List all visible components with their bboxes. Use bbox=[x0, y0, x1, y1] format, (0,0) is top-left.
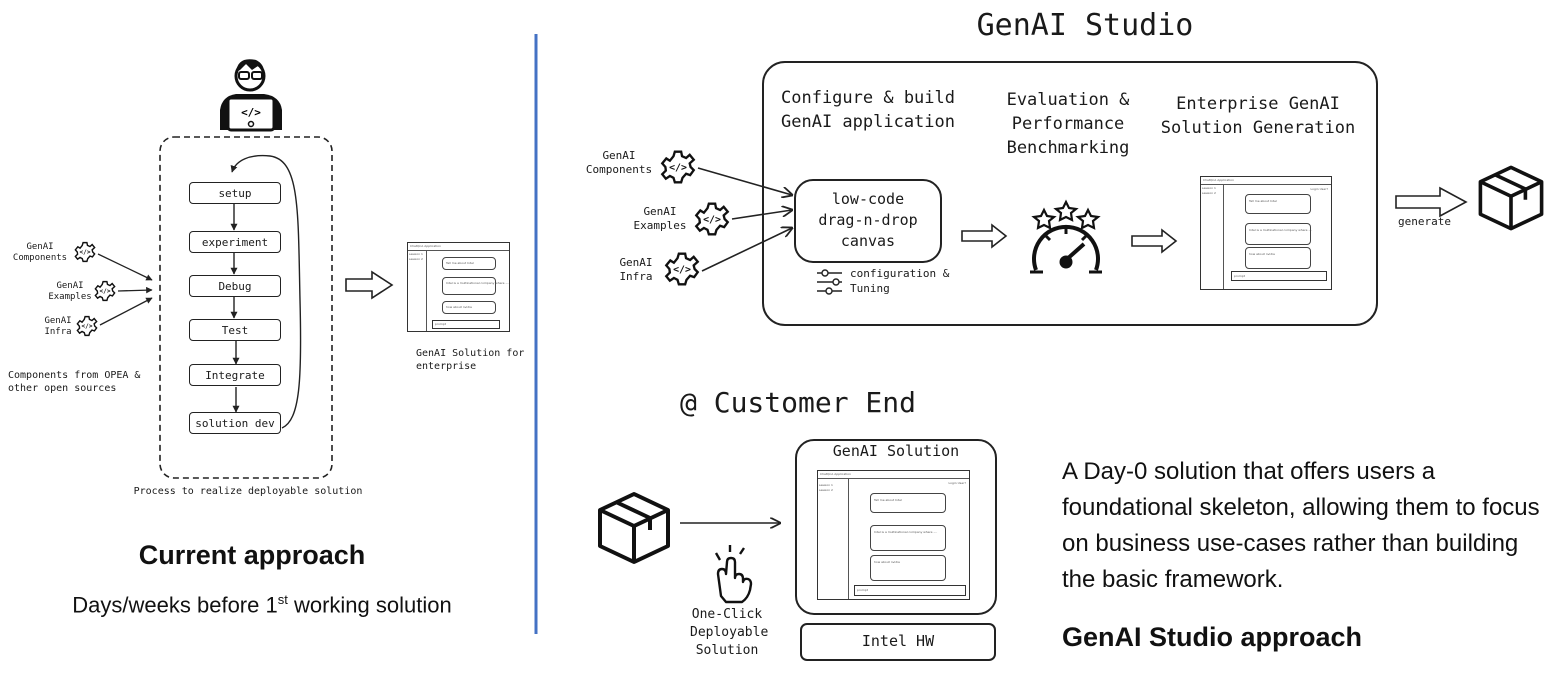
deploy-label: One-Click Deployable Solution bbox=[690, 607, 769, 658]
mockup-message: Intel is a multinational company where .… bbox=[1245, 223, 1312, 245]
step-integrate: Integrate bbox=[189, 364, 281, 386]
mockup-app-title: ChatQnA Application bbox=[410, 244, 442, 248]
current-approach-subtitle: Days/weeks before 1st working solution bbox=[10, 592, 514, 618]
canvas-label: low-code drag-n-drop canvas bbox=[818, 190, 918, 250]
generate-arrow bbox=[1395, 186, 1468, 218]
process-dashed-box bbox=[159, 136, 333, 479]
studio-column-evaluation: Evaluation & Performance Benchmarking bbox=[1006, 90, 1130, 158]
canvas-box bbox=[794, 179, 942, 263]
gear-icon bbox=[661, 150, 695, 184]
mockup-side-item: session 1 bbox=[409, 252, 423, 256]
benchmark-gauge-icon bbox=[1030, 224, 1102, 274]
mockup-sidebar: session 1 session 2 bbox=[408, 250, 427, 331]
flow-arrow bbox=[961, 223, 1008, 249]
mockup-login: Login User? bbox=[1310, 187, 1328, 191]
studio-box bbox=[762, 61, 1378, 326]
output-label: GenAI Solution for enterprise bbox=[416, 348, 525, 372]
customer-end-title: @ Customer End bbox=[680, 386, 917, 419]
description-text: A Day-0 solution that offers users a fou… bbox=[1062, 458, 1540, 593]
gear-icon bbox=[695, 202, 729, 236]
mockup-input: prompt bbox=[1231, 271, 1327, 281]
step-debug: Debug bbox=[189, 275, 281, 297]
mockup-message: Intel is a multinational company where .… bbox=[442, 277, 509, 295]
mockup-input: prompt bbox=[854, 585, 966, 596]
studio-title: GenAI Studio bbox=[976, 8, 1194, 43]
mockup-message: how about nvidia bbox=[870, 555, 946, 581]
subtitle-superscript: st bbox=[277, 592, 288, 607]
mockup-titlebar: ChatQnA Application bbox=[408, 243, 509, 251]
tuning-sliders-icon bbox=[817, 269, 842, 295]
gear-icon bbox=[94, 280, 116, 302]
studio-input-components: GenAI Components bbox=[585, 149, 653, 176]
mockup-message: how about nvidia bbox=[1245, 247, 1311, 269]
tuning-label: configuration & Tuning bbox=[850, 267, 950, 295]
mockup-message: how about nvidia bbox=[442, 301, 496, 314]
studio-column-configure: Configure & build GenAI application bbox=[781, 88, 955, 132]
package-box-icon bbox=[1478, 165, 1544, 231]
output-arrow bbox=[345, 270, 394, 300]
input-label-components: GenAI Components bbox=[12, 242, 68, 263]
subtitle-prefix: Days/weeks before 1 bbox=[72, 592, 278, 618]
developer-icon: </> bbox=[220, 59, 282, 132]
genai-studio-approach-title: GenAI Studio approach bbox=[1062, 622, 1363, 652]
generate-label: generate bbox=[1398, 215, 1451, 228]
components-note: Components from OPEA & other open source… bbox=[8, 370, 141, 394]
intel-hw-box bbox=[800, 623, 996, 661]
star-icon bbox=[1031, 199, 1101, 230]
intel-hw-label: Intel HW bbox=[861, 632, 935, 650]
mockup-input: prompt bbox=[432, 320, 500, 329]
gear-icon bbox=[665, 252, 699, 286]
mockup-side-item: session 2 bbox=[409, 257, 423, 261]
svg-text:</>: </> bbox=[241, 106, 261, 119]
input-label-infra: GenAI Infra bbox=[44, 316, 72, 337]
gear-icon bbox=[76, 315, 98, 337]
customer-solution-title: GenAI Solution bbox=[832, 442, 960, 460]
studio-input-infra: GenAI Infra bbox=[619, 256, 653, 283]
iteration-loop-arrow bbox=[230, 154, 302, 429]
package-box-icon bbox=[598, 492, 670, 564]
solution-mockup-small: ChatQnA Application session 1 session 2 … bbox=[407, 242, 510, 332]
step-solution-dev: solution dev bbox=[189, 412, 281, 434]
current-approach-title: Current approach bbox=[138, 540, 366, 570]
process-caption: Process to realize deployable solution bbox=[133, 486, 363, 497]
mockup-message: Tell me about Intel bbox=[870, 493, 946, 513]
step-setup: setup bbox=[189, 182, 281, 204]
input-label-examples: GenAI Examples bbox=[48, 281, 92, 302]
subtitle-suffix: working solution bbox=[287, 592, 452, 618]
mockup-sidebar: session 1 session 2 bbox=[1201, 184, 1224, 289]
mockup-message: Tell me about Intel bbox=[442, 257, 496, 270]
click-hand-icon bbox=[714, 545, 753, 604]
mockup-message: Intel is a multinational company where .… bbox=[870, 525, 946, 551]
studio-column-generation: Enterprise GenAI Solution Generation bbox=[1160, 94, 1356, 138]
mockup-sidebar: session 1 session 2 bbox=[818, 478, 849, 599]
flow-arrow bbox=[1131, 228, 1178, 254]
studio-input-examples: GenAI Examples bbox=[633, 205, 687, 232]
step-experiment: experiment bbox=[189, 231, 281, 253]
step-test: Test bbox=[189, 319, 281, 341]
gear-icon bbox=[74, 241, 96, 263]
mockup-message: Tell me about Intel bbox=[1245, 194, 1311, 214]
customer-solution-box bbox=[795, 439, 997, 615]
